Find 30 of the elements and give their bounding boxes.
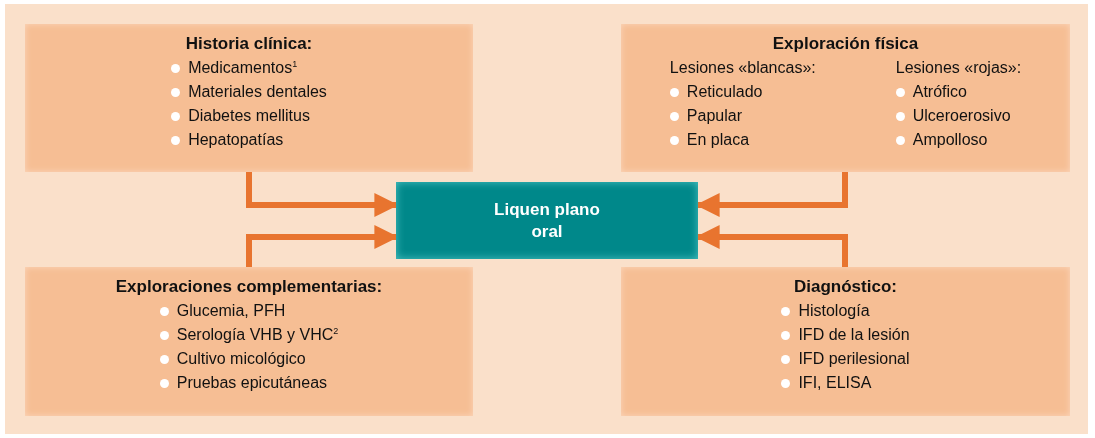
list-item: Histología (798, 302, 870, 320)
list-item: Pruebas epicutáneas (176, 374, 328, 392)
category-box (621, 24, 1070, 172)
subheading: Lesiones «blancas»: (669, 58, 816, 78)
category-box (621, 267, 1070, 416)
box-heading: Diagnóstico: (794, 276, 897, 298)
list-item: Hepatopatías (188, 131, 284, 149)
box-heading: Exploraciones complementarias: (115, 276, 383, 298)
list-item: Medicamentos$^{1}$ (188, 58, 298, 78)
list-item: IFI, ELISA (798, 374, 872, 392)
box-heading: Historia clínica: (185, 33, 313, 55)
list-item: Atrófico (912, 83, 967, 101)
list-item: Ulceroerosivo (912, 107, 1011, 125)
category-box (25, 24, 473, 172)
list-item: Reticulado (686, 83, 763, 101)
list-item: Glucemia, PFH (176, 302, 286, 320)
list-item: Papular (686, 107, 742, 125)
box-heading: Exploración física (772, 33, 919, 55)
list-item: Cultivo micológico (176, 350, 306, 368)
list-item: Diabetes mellitus (188, 107, 310, 125)
list-item: IFD perilesional (798, 350, 910, 368)
center-label: Liquen plano oral (493, 198, 601, 243)
category-box (25, 267, 473, 416)
center-box (396, 182, 698, 259)
list-item: En placa (686, 131, 750, 149)
list-item: IFD de la lesión (798, 326, 910, 344)
list-item: Serología VHB y VHC$^{2}$ (176, 325, 339, 345)
list-item: Materiales dentales (188, 83, 327, 101)
list-item: Ampolloso (912, 131, 988, 149)
subheading: Lesiones «rojas»: (895, 58, 1022, 78)
